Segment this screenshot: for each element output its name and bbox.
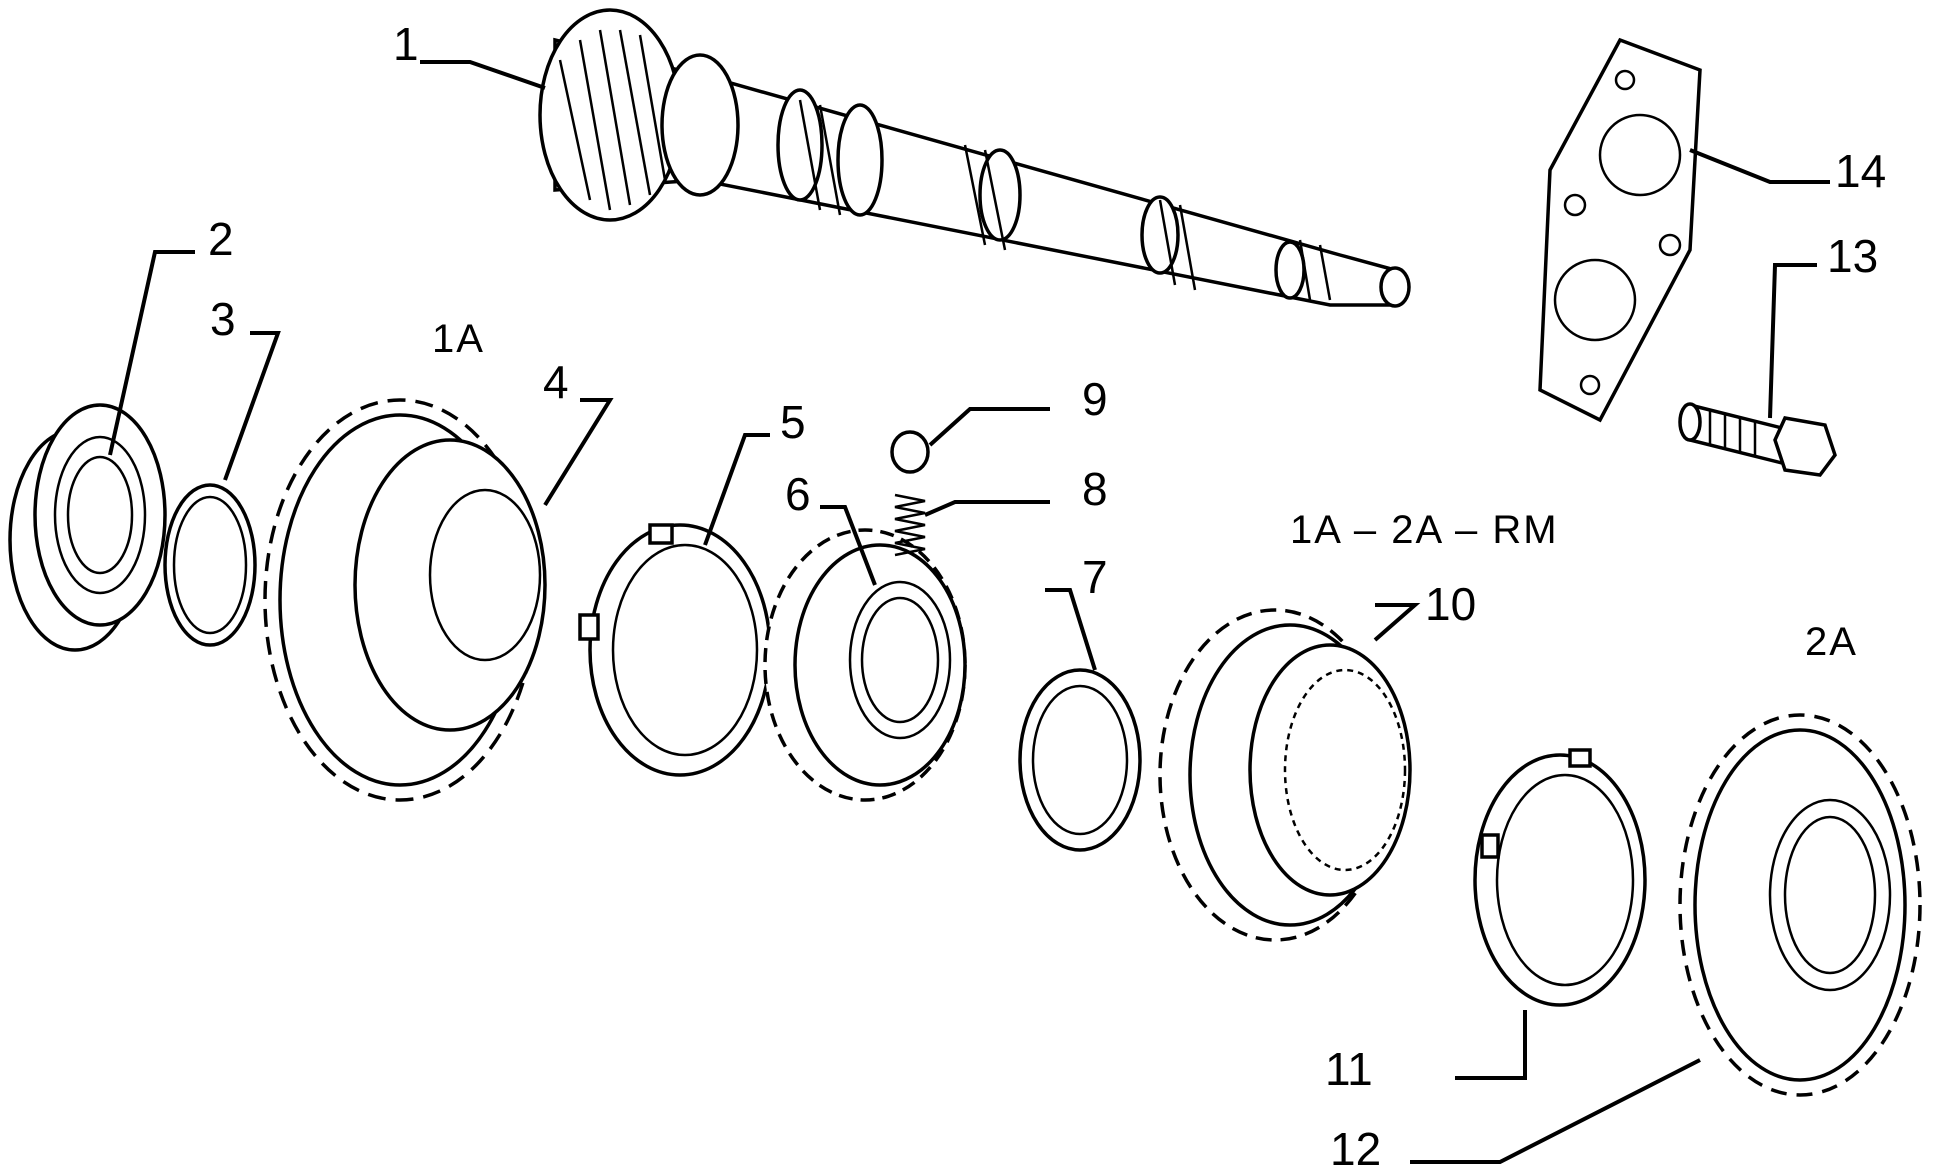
gear-2a bbox=[1678, 713, 1922, 1097]
part-8-spring bbox=[894, 493, 926, 557]
callout-13: 13 bbox=[1827, 230, 1878, 282]
callout-8: 8 bbox=[1082, 463, 1108, 515]
part-13-bolt bbox=[1678, 402, 1837, 477]
callout-3: 3 bbox=[210, 293, 236, 345]
callout-2: 2 bbox=[208, 213, 234, 265]
label-second-gear: 2A bbox=[1805, 620, 1858, 664]
callout-7: 7 bbox=[1082, 551, 1108, 603]
callout-6: 6 bbox=[785, 468, 811, 520]
callout-11: 11 bbox=[1325, 1043, 1373, 1095]
callout-5: 5 bbox=[780, 396, 806, 448]
part-2-bearing bbox=[8, 403, 167, 652]
label-first-gear: 1A bbox=[432, 317, 485, 361]
callout-10: 10 bbox=[1425, 578, 1476, 630]
part-14-plate bbox=[1538, 37, 1702, 423]
label-synchro-group: 1A – 2A – RM bbox=[1290, 508, 1559, 552]
part-10-sleeve bbox=[1158, 608, 1412, 942]
part-6-synchro-hub bbox=[763, 528, 967, 802]
part-9-detent bbox=[890, 430, 930, 474]
callout-14: 14 bbox=[1835, 145, 1886, 197]
callout-9: 9 bbox=[1082, 373, 1108, 425]
part-11-synchro-ring bbox=[1473, 748, 1647, 1007]
part-3-circlip bbox=[163, 483, 257, 647]
callout-1: 1 bbox=[393, 18, 419, 70]
part-7-ring bbox=[1018, 668, 1142, 852]
leader-lines bbox=[108, 60, 1830, 1164]
gear-1a bbox=[263, 398, 547, 802]
part-1-input-shaft bbox=[538, 8, 1411, 308]
part-5-synchro-ring bbox=[578, 523, 772, 777]
callout-12: 12 bbox=[1330, 1123, 1381, 1167]
callout-4: 4 bbox=[543, 356, 569, 408]
